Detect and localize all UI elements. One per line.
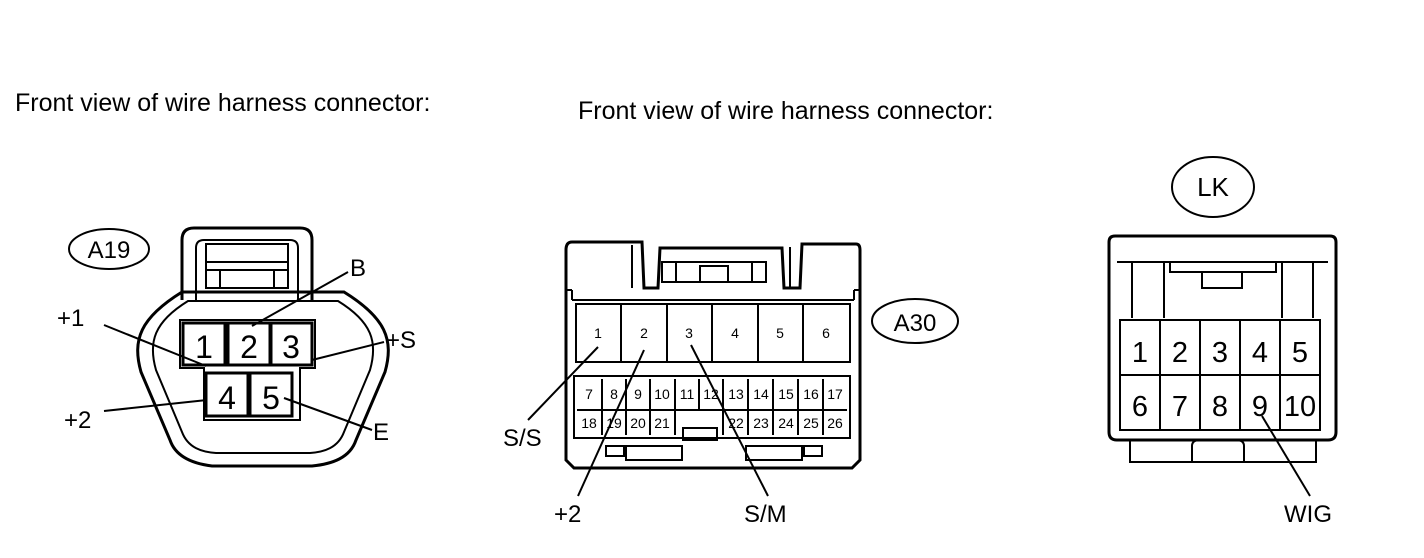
a30-pin-11: 11 [680,386,695,402]
lk-pin-3: 3 [1212,337,1228,369]
lk-pin-10: 10 [1284,391,1316,423]
a19-latch [180,226,314,300]
a30-pin-9: 9 [634,386,642,402]
a30-pin-24: 24 [778,415,794,431]
a30-pin-14: 14 [753,386,769,402]
a19-label-plus-s: +S [386,327,416,354]
a30-pin-5: 5 [776,325,784,341]
a30-pin-10: 10 [654,386,670,402]
a30-label-plus2: +2 [554,501,581,528]
a30-pin-23: 23 [753,415,769,431]
a19-pin-2: 2 [240,329,258,365]
a30-pin-6: 6 [822,325,830,341]
a19-inner-shell [151,300,375,454]
a19-pin-5: 5 [262,380,280,416]
a19-pin-1: 1 [195,329,213,365]
connector-a19: 1 2 3 4 5 A19 B +1 +S +2 E [57,226,416,468]
a30-pin-13: 13 [728,386,744,402]
lk-pin-2: 2 [1172,337,1188,369]
a30-pin-20: 20 [630,415,646,431]
a30-pin-15: 15 [778,386,794,402]
a19-outer-shell [136,290,390,468]
a19-label-plus2: +2 [64,407,91,434]
lk-outer-shell [1107,234,1338,442]
lk-pin-1: 1 [1132,337,1148,369]
lk-label-wig: WIG [1284,501,1332,528]
a19-label-plus1: +1 [57,305,84,332]
caption-left: Front view of wire harness connector: [15,89,431,117]
a30-label-ss: S/S [503,425,542,452]
a30-outer-shell [564,240,862,470]
lk-pin-9: 9 [1252,391,1268,423]
a30-pin-18: 18 [581,415,597,431]
lk-pin-6: 6 [1132,391,1148,423]
a19-pin-3: 3 [282,329,300,365]
a30-pin-3: 3 [685,325,693,341]
a30-pin-17: 17 [827,386,843,402]
a30-label-sm: S/M [744,501,787,528]
lk-pin-4: 4 [1252,337,1268,369]
a30-pin-25: 25 [803,415,819,431]
a19-id-badge [68,228,150,270]
lk-pin-8: 8 [1212,391,1228,423]
connector-a30: 1 2 3 4 5 6 7 8 9 10 11 12 13 14 15 16 1… [503,240,959,528]
a30-pin-4: 4 [731,325,739,341]
a30-pin-1: 1 [594,325,602,341]
lk-id: LK [1197,172,1229,202]
a30-pin-2: 2 [640,325,648,341]
a30-pin-26: 26 [827,415,843,431]
a30-pin-21: 21 [654,415,670,431]
a30-id-badge [871,298,959,344]
a30-pin-16: 16 [803,386,819,402]
a30-pin-7: 7 [585,386,593,402]
a19-label-e: E [373,419,389,446]
a19-id: A19 [88,237,131,264]
a19-label-b: B [350,255,366,282]
caption-middle: Front view of wire harness connector: [578,97,994,125]
lk-pin-5: 5 [1292,337,1308,369]
a30-id: A30 [894,310,937,337]
lk-id-badge [1171,156,1255,218]
a30-pin-8: 8 [610,386,618,402]
connector-lk: LK 1 2 3 4 5 6 7 8 9 10 WIG [1107,156,1338,528]
a19-pin-4: 4 [218,380,236,416]
lk-pin-7: 7 [1172,391,1188,423]
